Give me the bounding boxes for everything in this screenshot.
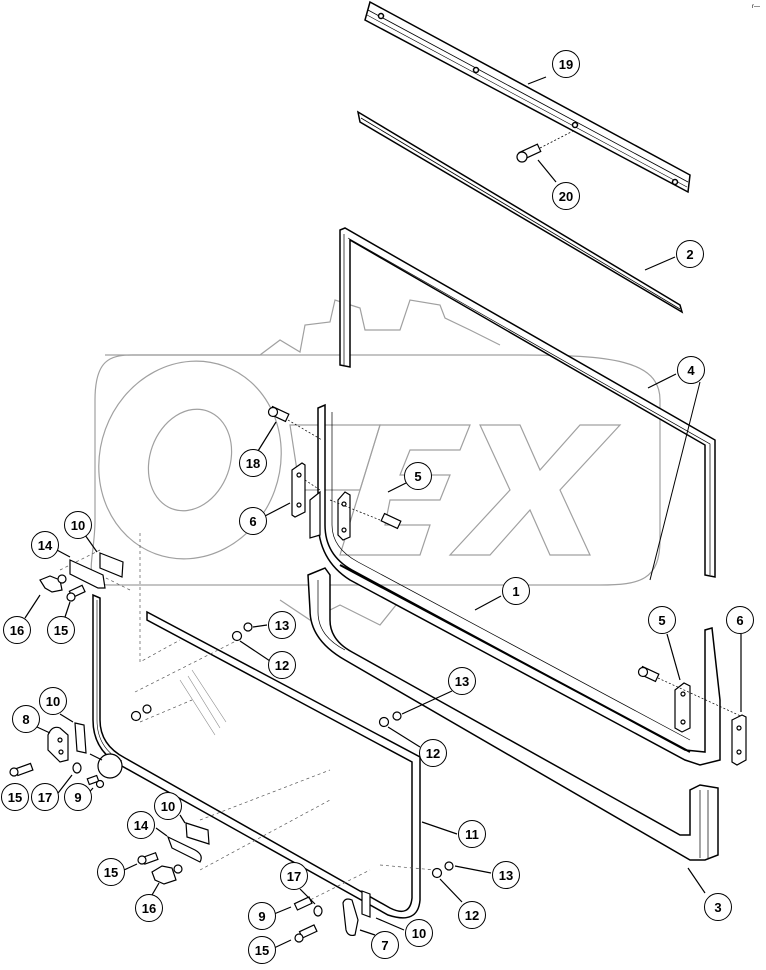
part-17-9-15-fasteners-bottom (273, 888, 323, 949)
callout-19[interactable]: 19 (552, 50, 580, 78)
callout-2[interactable]: 2 (676, 240, 704, 268)
part-7-clip (342, 898, 376, 937)
part-5-bracket-lower (637, 633, 746, 733)
callout-13c[interactable]: 13 (492, 861, 520, 889)
part-6-plate-lower (731, 634, 747, 766)
part-13-12-nuts-upper (130, 622, 492, 903)
callout-15a[interactable]: 15 (47, 616, 75, 644)
part-10-label-middle (59, 713, 123, 779)
callout-13b[interactable]: 13 (448, 667, 476, 695)
part-19-channel (364, 0, 691, 194)
callout-5a[interactable]: 5 (404, 462, 432, 490)
part-11-glass-panel (92, 593, 421, 919)
callout-3[interactable]: 3 (704, 893, 732, 921)
callout-14a[interactable]: 14 (31, 531, 59, 559)
callout-15d[interactable]: 15 (248, 936, 276, 964)
dashed-guide-lines (59, 533, 436, 906)
callout-5b[interactable]: 5 (648, 606, 676, 634)
callout-12c[interactable]: 12 (458, 901, 486, 929)
callout-8[interactable]: 8 (12, 705, 40, 733)
callout-7[interactable]: 7 (371, 931, 399, 959)
callout-17a[interactable]: 17 (31, 783, 59, 811)
callout-13a[interactable]: 13 (268, 611, 296, 639)
callout-9a[interactable]: 9 (64, 783, 92, 811)
callout-16a[interactable]: 16 (3, 616, 31, 644)
callout-12a[interactable]: 12 (268, 651, 296, 679)
part-15-screw-upper (64, 584, 86, 618)
part-15-17-9-fasteners-left (9, 762, 105, 798)
callout-10b[interactable]: 10 (39, 687, 67, 715)
callout-15c[interactable]: 15 (97, 858, 125, 886)
part-18-bolt (257, 405, 323, 452)
corner-mark: r— (752, 4, 760, 10)
part-1-frame (317, 403, 721, 766)
callout-6a[interactable]: 6 (239, 507, 267, 535)
callout-18[interactable]: 18 (239, 449, 267, 477)
callout-10d[interactable]: 10 (405, 919, 433, 947)
callout-17b[interactable]: 17 (280, 862, 308, 890)
callout-15b[interactable]: 15 (1, 783, 29, 811)
part-20-screw (516, 129, 576, 183)
part-6-plate-upper (264, 462, 321, 518)
callout-4[interactable]: 4 (677, 356, 705, 384)
part-8-bracket (36, 726, 69, 763)
part-4-seal-frame (339, 227, 716, 578)
part-5-bracket-upper (309, 482, 407, 541)
part-2-strip (356, 110, 684, 314)
part-14-latch-plate-lower (155, 827, 202, 863)
callout-12b[interactable]: 12 (419, 739, 447, 767)
callout-16b[interactable]: 16 (135, 894, 163, 922)
part-16-latch-lower (151, 864, 183, 896)
callout-10a[interactable]: 10 (64, 511, 92, 539)
part-10-label-bottom (361, 890, 405, 931)
callout-1[interactable]: 1 (502, 577, 530, 605)
callout-20[interactable]: 20 (552, 182, 580, 210)
opex-watermark (90, 299, 661, 626)
part-10-label-lower (179, 814, 210, 845)
callout-10c[interactable]: 10 (154, 792, 182, 820)
part-3-frame (307, 567, 719, 861)
callout-6b[interactable]: 6 (726, 606, 754, 634)
part-16-latch-upper (24, 574, 67, 619)
part-15-screw-lower (123, 852, 159, 871)
callout-11[interactable]: 11 (458, 820, 486, 848)
callout-14b[interactable]: 14 (127, 811, 155, 839)
callout-9b[interactable]: 9 (248, 902, 276, 930)
part-10-label-upper (84, 534, 124, 578)
